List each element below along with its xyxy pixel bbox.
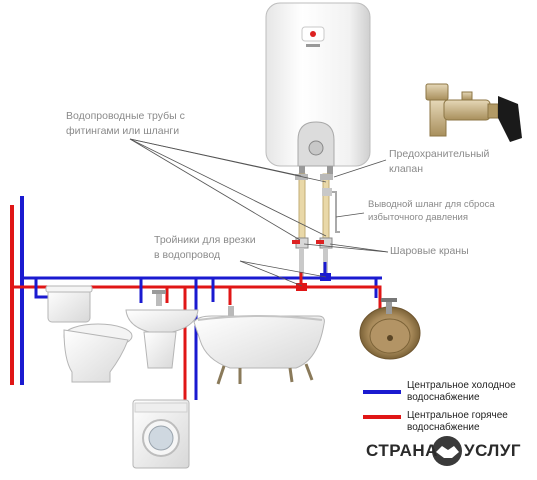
- water-heater-icon: [265, 2, 371, 174]
- kitchen-sink-icon: [359, 298, 421, 360]
- safety-valve-icon: [425, 83, 522, 142]
- label-ball-valves: Шаровые краны: [390, 245, 469, 257]
- legend-hot-line1: Центральное горячее: [407, 410, 508, 421]
- toilet-icon: [45, 285, 133, 383]
- label-safety-valve-line2: клапан: [389, 163, 424, 175]
- legend-cold-line1: Центральное холодное: [407, 380, 516, 391]
- label-tees-line2: в водопровод: [154, 249, 221, 261]
- washing-machine-icon: [132, 399, 190, 469]
- bathtub-icon: [193, 306, 325, 385]
- hot-tee-fitting: [296, 283, 307, 291]
- drain-hose: [332, 191, 340, 233]
- cold-valve-handle: [316, 240, 324, 244]
- legend-cold-line2: водоснабжение: [407, 392, 480, 403]
- connection-hoses: [295, 173, 340, 239]
- pipe-network: [10, 196, 382, 400]
- sink-icon: [125, 290, 199, 369]
- label-drain-hose-line2: избыточного давления: [368, 212, 468, 223]
- handshake-icon: [432, 436, 462, 466]
- legend-hot-line2: водоснабжение: [407, 422, 480, 433]
- hot-valve-handle: [292, 240, 300, 244]
- label-drain-hose-line1: Выводной шланг для сброса: [368, 199, 495, 210]
- label-safety-valve-line1: Предохранительный: [389, 148, 490, 160]
- label-pipes-line2: фитингами или шланги: [66, 125, 180, 137]
- leader-lines: [129, 138, 389, 287]
- logo-text-left: СТРАНА: [366, 441, 438, 460]
- ball-valves: [292, 237, 333, 278]
- label-tees-line1: Тройники для врезки: [154, 234, 256, 246]
- label-pipes-line1: Водопроводные трубы с: [66, 110, 185, 122]
- logo-text-right: УСЛУГ: [464, 441, 522, 460]
